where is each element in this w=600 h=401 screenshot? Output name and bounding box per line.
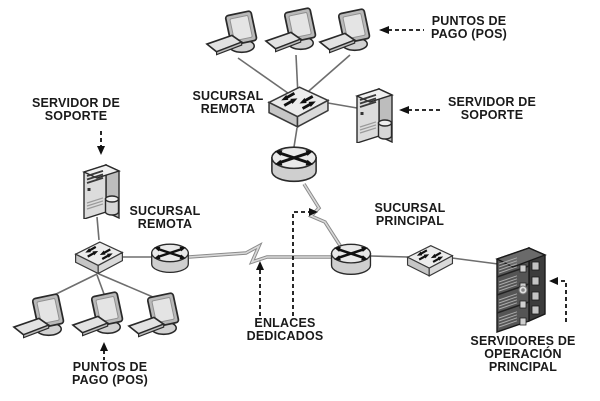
pos-computer-icon [318, 4, 374, 57]
annotation-arrow-pos-top [379, 26, 424, 34]
lan-switch-icon [74, 236, 124, 278]
link-switch-top-router-top [293, 127, 298, 148]
link-switch-left-pos2 [96, 274, 105, 295]
link-pos1-switch-top [237, 57, 296, 99]
arrowhead [379, 26, 389, 34]
wan-link-router-left-router-principal [188, 242, 331, 265]
label-servidor-soporte-top: SERVIDOR DE SOPORTE [447, 95, 537, 122]
arrowhead [97, 146, 105, 155]
label-sucursal-principal: SUCURSAL PRINCIPAL [374, 201, 446, 228]
arrowhead [100, 342, 108, 351]
label-puntos-de-pago-top: PUNTOS DE PAGO (POS) [430, 14, 508, 41]
label-sucursal-remota-left: SUCURSAL REMOTA [129, 204, 201, 231]
label-enlaces-dedicados: ENLACES DEDICADOS [246, 316, 324, 343]
annotation-arrow-servidor-top [399, 106, 442, 114]
label-puntos-de-pago-bottom: PUNTOS DE PAGO (POS) [71, 360, 149, 387]
arrowhead [549, 277, 558, 285]
pos-computer-icon [205, 6, 261, 59]
label-sucursal-remota-top: SUCURSAL REMOTA [192, 89, 264, 116]
pos-computer-icon [264, 3, 320, 56]
router-icon [329, 240, 373, 279]
annotation-arrow-enlace-right [292, 208, 318, 316]
arrowhead [256, 261, 264, 270]
link-switch-top-server-top [327, 102, 358, 109]
pos-computer-icon [12, 289, 68, 342]
annotation-arrow-pos-bottom [100, 342, 108, 360]
link-server-left-switch-left [96, 216, 100, 241]
router-icon [269, 143, 319, 186]
link-router-principal-switch-principal [370, 255, 409, 258]
lan-switch-icon [406, 241, 454, 279]
arrowhead [309, 208, 318, 216]
pos-computer-icon [127, 288, 183, 341]
link-switch-principal-rack [451, 257, 499, 265]
annotation-arrow-rack [549, 277, 567, 322]
link-switch-left-pos3 [98, 273, 161, 301]
wan-link-router-top-router-principal [302, 183, 343, 248]
support-server-icon [352, 81, 398, 143]
rack-servers-icon [487, 238, 555, 334]
annotation-arrow-servidor-left [97, 131, 105, 155]
arrowhead [399, 106, 409, 114]
annotation-arrow-enlace-left [256, 261, 264, 316]
label-servidores-operacion: SERVIDORES DE OPERACIÓN PRINCIPAL [470, 334, 576, 374]
link-pos3-switch-top [301, 54, 351, 98]
label-servidor-soporte-left: SERVIDOR DE SOPORTE [31, 96, 121, 123]
pos-computer-icon [71, 287, 127, 340]
router-icon [149, 241, 191, 276]
